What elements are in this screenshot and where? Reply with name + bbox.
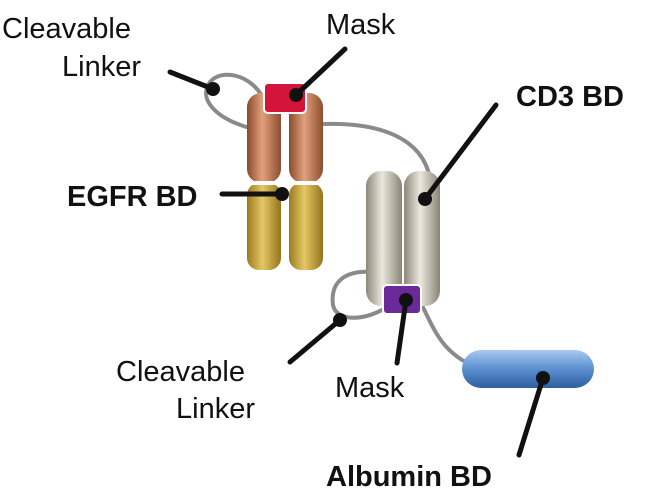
pointer-dots <box>206 82 550 385</box>
label-egfr-bd: EGFR BD <box>67 181 198 213</box>
albumin-bd-domain <box>462 350 594 388</box>
dot-cd3 <box>418 192 432 206</box>
egfr-left-lower <box>247 183 281 270</box>
linker-egfr-to-cd3 <box>320 121 432 180</box>
pointer-mask-top <box>293 46 348 98</box>
label-cleavable-linker-top-line1: Cleavable <box>2 13 131 45</box>
dot-egfr <box>275 187 289 201</box>
egfr-bd-domain <box>244 93 326 270</box>
dot-linker-top <box>206 82 220 96</box>
linker-top-loop <box>204 72 264 130</box>
pointer-mask-bottom <box>394 297 409 366</box>
cd3-bd-domain <box>366 171 440 306</box>
label-cleavable-linker-bottom-line2: Linker <box>176 393 255 425</box>
dot-albumin <box>536 371 550 385</box>
label-cleavable-linker-bottom-line1: Cleavable <box>116 356 245 388</box>
dot-linker-bottom <box>333 313 347 327</box>
label-cd3-bd: CD3 BD <box>516 81 624 113</box>
label-mask-bottom: Mask <box>335 372 405 404</box>
pointer-lines <box>167 46 546 458</box>
label-albumin-bd: Albumin BD <box>326 461 492 493</box>
label-mask-top: Mask <box>326 9 396 41</box>
pointer-albumin <box>516 375 546 458</box>
linker-bottom-loop <box>330 269 392 320</box>
pointer-linker-top <box>167 69 216 92</box>
cd3-left-cylinder <box>366 171 402 306</box>
dot-mask-top <box>289 88 303 102</box>
pointer-linker-bottom <box>287 317 343 365</box>
egfr-left-upper <box>247 93 281 183</box>
cd3-right-cylinder <box>404 171 440 306</box>
label-cleavable-linker-top-line2: Linker <box>62 51 141 83</box>
egfr-right-upper <box>289 93 323 183</box>
dot-mask-bottom <box>399 293 413 307</box>
pointer-cd3 <box>422 102 499 202</box>
egfr-right-lower <box>289 183 323 270</box>
